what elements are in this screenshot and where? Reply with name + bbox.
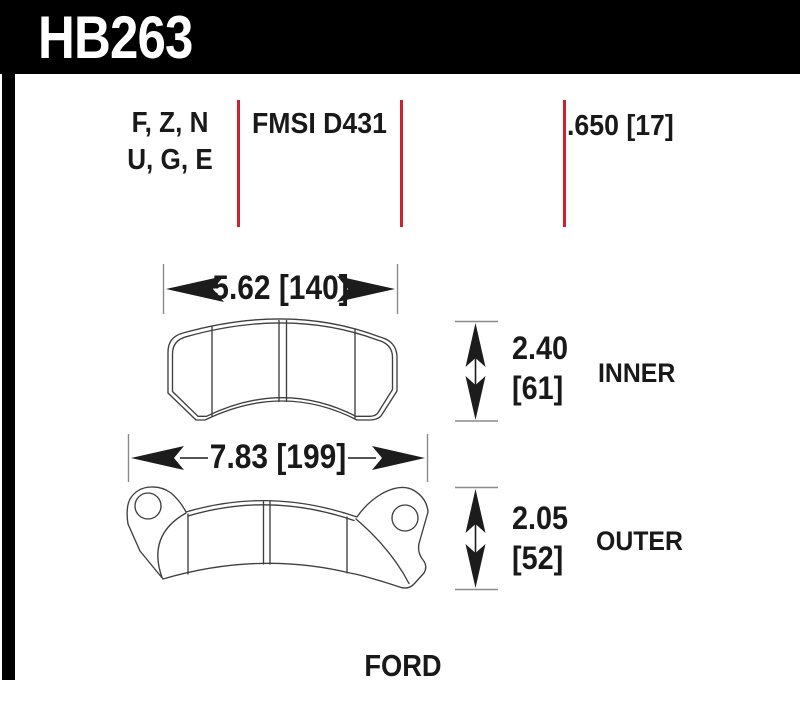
compound-codes-line1: F, Z, N (131, 107, 209, 139)
compound-codes-line2: U, G, E (127, 144, 213, 176)
separator-line-3 (563, 100, 566, 227)
arrow-down-icon (465, 544, 486, 588)
inner-pad-drawing (167, 318, 398, 421)
header-banner: HB263 (0, 0, 800, 74)
inner-pad-width-dim-label: 5.62 [140] (212, 269, 349, 307)
mount-hole-left (134, 492, 162, 520)
arrow-right-icon (372, 446, 425, 470)
compound-codes: F, Z, N U, G, E (125, 109, 215, 183)
inner-pad-height-in: 2.40 (512, 330, 569, 366)
outer-pad-drawing (126, 486, 429, 589)
inner-width-dimension (162, 264, 399, 314)
fmsi-number: FMSI D431 (252, 108, 387, 140)
arrow-left-icon (131, 446, 184, 470)
pad-thickness: .650 [17] (567, 110, 674, 142)
outer-pad-label: OUTER (596, 526, 683, 556)
outer-height-dimension (455, 486, 498, 591)
arrow-up-icon (465, 323, 486, 367)
outer-width-dimension (127, 434, 429, 482)
inner-pad-label: INNER (598, 358, 676, 388)
arrow-up-icon (465, 489, 486, 533)
left-edge-bar (2, 74, 15, 680)
inner-height-dimension (455, 320, 498, 422)
outer-pad-width-dim-label: 7.83 [199] (209, 438, 347, 476)
outer-pad-height-mm: [52] (512, 540, 564, 576)
inner-pad-height-mm: [61] (512, 370, 564, 406)
vehicle-make: FORD (364, 648, 442, 683)
mount-hole-right (391, 504, 419, 532)
arrow-right-icon (337, 276, 395, 302)
outer-pad-height-in: 2.05 (512, 500, 569, 536)
arrow-down-icon (465, 376, 486, 420)
part-number: HB263 (38, 4, 193, 71)
separator-line-1 (237, 100, 240, 227)
arrow-left-icon (166, 276, 224, 302)
separator-line-2 (400, 100, 403, 227)
